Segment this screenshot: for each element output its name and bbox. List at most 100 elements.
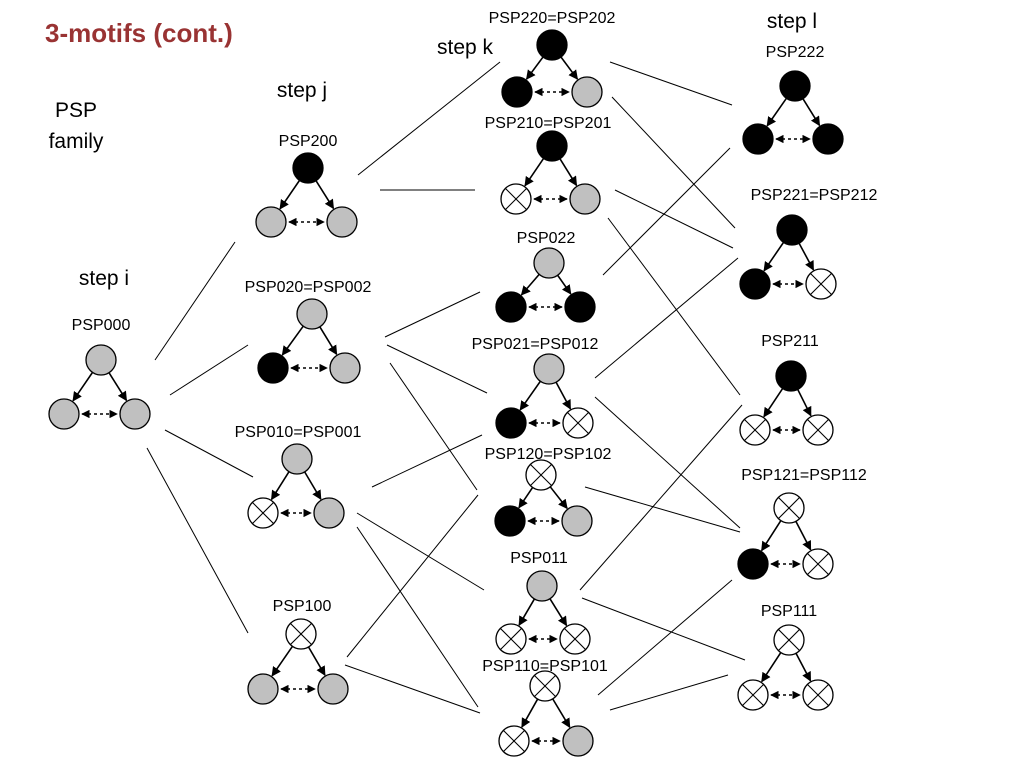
motif-m210: PSP210=PSP201 <box>485 115 611 215</box>
node-crossed <box>495 623 527 655</box>
node-gray <box>326 206 358 238</box>
motif-m021: PSP021=PSP012 <box>472 336 599 439</box>
connector-line <box>164 429 254 478</box>
node-gray <box>569 183 601 215</box>
directed-edge <box>319 326 338 356</box>
connector-line <box>344 664 481 714</box>
motif-label: PSP221=PSP212 <box>751 187 878 204</box>
motif-m121: PSP121=PSP112 <box>737 467 867 580</box>
motif-label: PSP222 <box>766 44 825 61</box>
node-gray <box>48 398 80 430</box>
directed-edge <box>519 380 542 411</box>
directed-edge <box>281 325 304 356</box>
directed-edge <box>518 486 534 509</box>
connector-line <box>584 486 741 533</box>
node-gray <box>119 398 151 430</box>
motif-label: PSP010=PSP001 <box>235 424 362 441</box>
motif-label: PSP110=PSP101 <box>482 658 608 675</box>
node-crossed <box>247 497 279 529</box>
node-crossed <box>500 183 532 215</box>
directed-edge <box>549 598 568 627</box>
node-black <box>292 152 324 184</box>
directed-edge <box>560 56 579 80</box>
node-black <box>812 123 844 155</box>
motif-m220: PSP220=PSP202 <box>489 10 616 108</box>
motif-m222: PSP222 <box>742 44 844 155</box>
motif-label: PSP020=PSP002 <box>245 279 372 296</box>
node-crossed <box>773 492 805 524</box>
directed-edge <box>555 381 572 410</box>
node-black <box>776 214 808 246</box>
motif-m010: PSP010=PSP001 <box>235 424 362 529</box>
node-black <box>257 352 289 384</box>
motif-m000: PSP000 <box>48 317 151 430</box>
motif-label: PSP100 <box>273 598 332 615</box>
node-gray <box>533 247 565 279</box>
node-gray <box>247 673 279 705</box>
node-crossed <box>739 414 771 446</box>
connector-line <box>581 597 746 661</box>
node-gray <box>533 353 565 385</box>
directed-edge <box>552 698 571 729</box>
motif-m221: PSP221=PSP212 <box>739 187 878 300</box>
motif-label: PSP021=PSP012 <box>472 336 599 353</box>
directed-edge <box>271 645 294 677</box>
node-black <box>742 123 774 155</box>
node-gray <box>281 443 313 475</box>
directed-edge <box>549 486 568 510</box>
step-j-label: step j <box>277 79 327 102</box>
node-crossed <box>498 725 530 757</box>
node-crossed <box>737 679 769 711</box>
motif-label: PSP121=PSP112 <box>741 467 867 484</box>
motif-label: PSP111 <box>761 603 817 620</box>
directed-edge <box>760 520 782 552</box>
connector-line <box>356 512 485 591</box>
directed-edge <box>303 471 322 501</box>
connector-line <box>371 434 483 488</box>
node-gray <box>313 497 345 529</box>
node-black <box>494 505 526 537</box>
directed-edge <box>72 371 94 402</box>
motif-label: PSP120=PSP102 <box>485 446 612 463</box>
node-gray <box>526 570 558 602</box>
motif-connections <box>146 61 746 714</box>
directed-edge <box>761 652 782 683</box>
motif-m022: PSP022 <box>495 230 596 323</box>
node-crossed <box>529 670 561 702</box>
step-l-label: step l <box>767 10 817 33</box>
connector-line <box>389 362 478 491</box>
node-black <box>536 130 568 162</box>
connector-line <box>346 494 479 658</box>
connector-line <box>602 147 731 276</box>
node-black <box>739 268 771 300</box>
connector-line <box>609 674 729 711</box>
motif-label: PSP200 <box>279 133 338 150</box>
family-label-line2: family <box>49 130 104 153</box>
node-gray <box>85 344 117 376</box>
motif-m100: PSP100 <box>247 598 349 705</box>
node-black <box>775 360 807 392</box>
node-black <box>495 407 527 439</box>
step-i-label: step i <box>79 267 129 290</box>
connector-line <box>146 447 249 634</box>
directed-edge <box>763 388 784 418</box>
node-gray <box>329 352 361 384</box>
motif-label: PSP022 <box>517 230 576 247</box>
connector-line <box>356 526 479 708</box>
connector-line <box>611 96 736 229</box>
node-black <box>737 548 769 580</box>
motif-label: PSP220=PSP202 <box>489 10 616 27</box>
node-crossed <box>773 624 805 656</box>
motif-m011: PSP011 <box>495 550 591 655</box>
node-black <box>536 29 568 61</box>
connector-line <box>579 404 743 591</box>
connector-line <box>609 61 733 106</box>
node-gray <box>571 76 603 108</box>
motif-label: PSP000 <box>72 317 131 334</box>
node-crossed <box>805 268 837 300</box>
motif-m110: PSP110=PSP101 <box>482 658 608 757</box>
node-gray <box>562 725 594 757</box>
directed-edge <box>518 598 536 627</box>
family-label-line1: PSP <box>55 99 97 122</box>
